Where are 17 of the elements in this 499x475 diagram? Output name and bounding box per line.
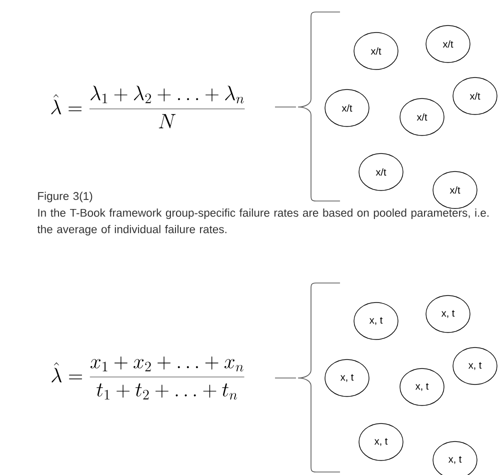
ellipse-node: x/t [432, 171, 478, 209]
ellipse-node: x, t [324, 359, 370, 397]
ellipse-node: x/t [452, 77, 498, 115]
caption-text: In the T-Book framework group-specific failure rates are based on pooled parameters, i.e. the average of individual failure rates. [37, 208, 488, 236]
ellipse-node: x/t [426, 25, 470, 63]
ellipse-node: x/t [400, 98, 444, 136]
ellipse-node: x/t [324, 89, 370, 127]
ellipse-node: x/t [354, 32, 398, 70]
ellipse-node: x, t [426, 295, 470, 333]
ellipse-node: x, t [452, 347, 498, 385]
formula: $\hat{\lambda}=\frac{x_1+x_2+\ldots+x_n}{t_1+t_2+\ldots+t_n}$ [52, 356, 244, 400]
figure-label: Figure 3(1) [38, 192, 92, 202]
ellipse-node: x, t [358, 423, 404, 461]
ellipse-node: x/t [358, 153, 404, 191]
ellipse-node: x, t [400, 368, 444, 406]
ellipse-node: x, t [354, 302, 398, 340]
formula: $\hat{\lambda}=\frac{\lambda_1+\lambda_2+\ldots+\lambda_n}{N}$ [51, 86, 245, 128]
